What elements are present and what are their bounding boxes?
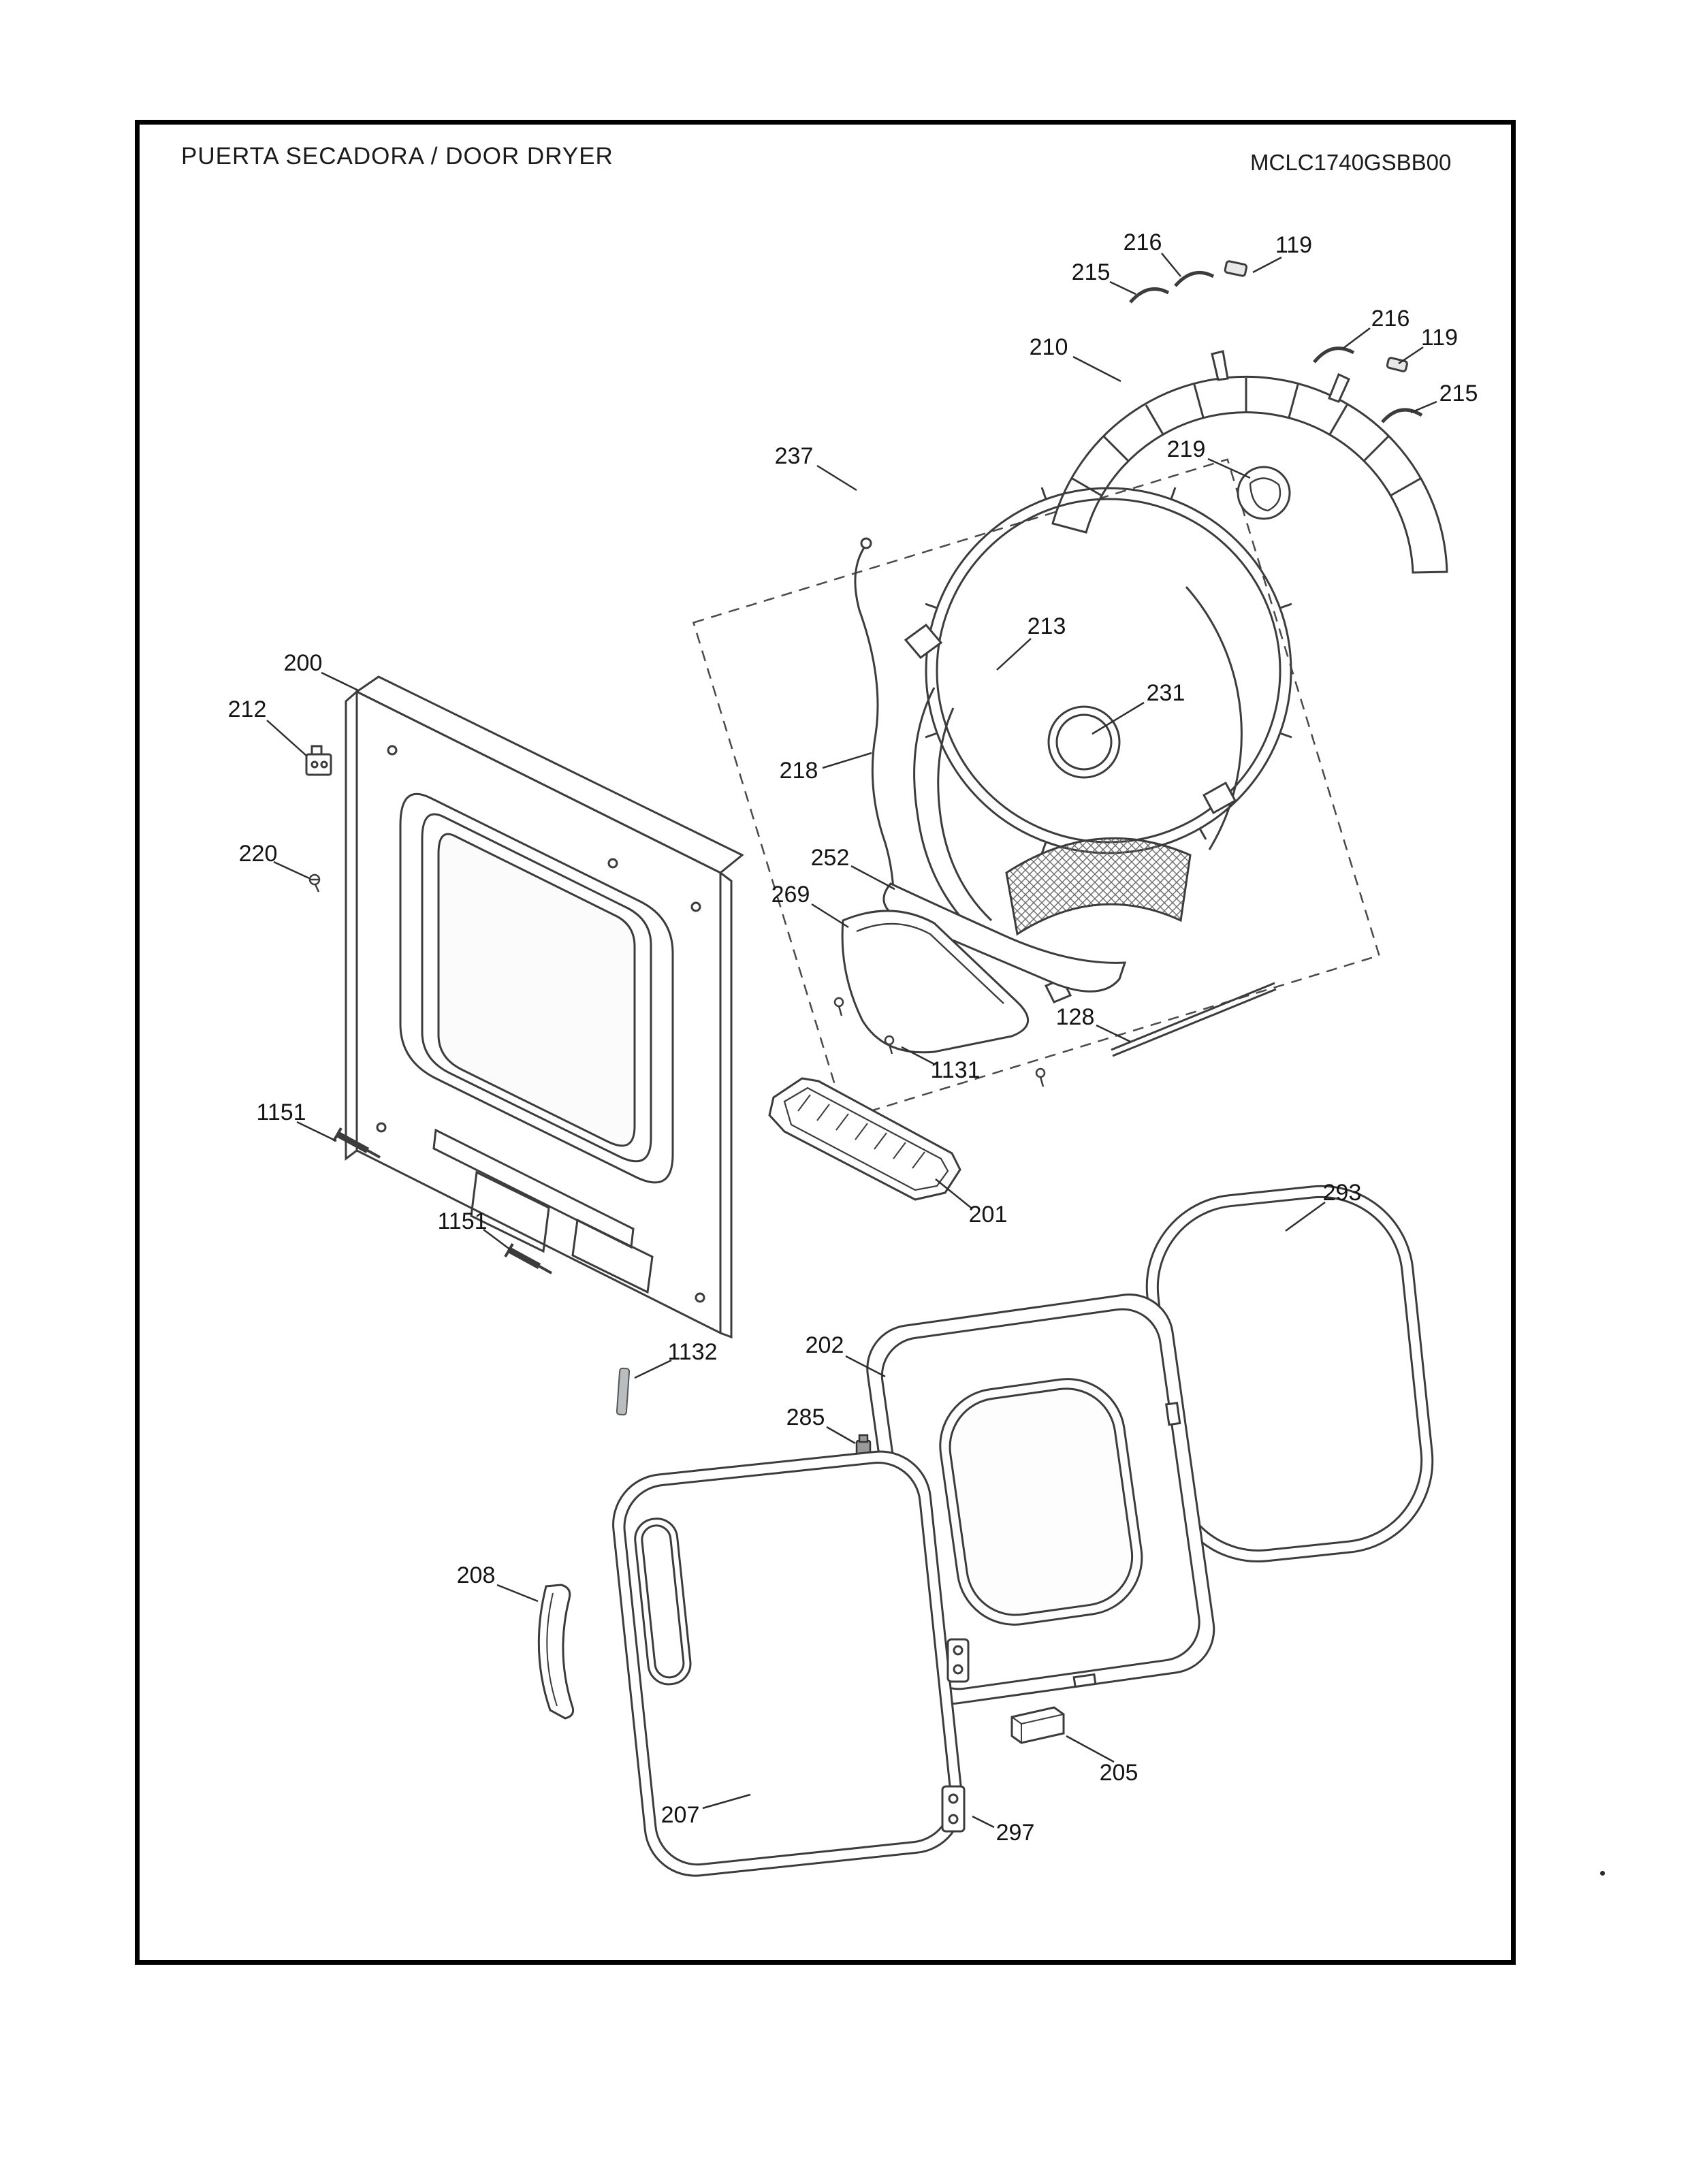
part-label-237: 237 <box>775 443 814 469</box>
part-label-297: 297 <box>996 1820 1035 1846</box>
clip-216-b <box>1313 347 1355 364</box>
part-label-1131: 1131 <box>930 1057 980 1083</box>
hinge-plate-297 <box>941 1785 966 1833</box>
strip-128 <box>1111 982 1277 1057</box>
part-label-218: 218 <box>780 758 818 784</box>
part-label-269: 269 <box>771 882 810 908</box>
screws-1131 <box>833 997 1046 1087</box>
part-label-1132: 1132 <box>667 1339 717 1365</box>
part-label-215-b: 215 <box>1439 381 1478 406</box>
part-label-216-b: 216 <box>1371 306 1410 332</box>
duct-funnel-269 <box>841 910 1029 1054</box>
part-labels: 216 119 215 216 119 210 215 219 237 213 … <box>228 229 1478 1846</box>
hinge-plate-upper <box>946 1638 970 1683</box>
part-label-208: 208 <box>457 1562 496 1588</box>
part-label-213: 213 <box>1028 613 1066 639</box>
drum-front-assembly-213 <box>904 487 1292 1003</box>
part-label-200: 200 <box>284 650 323 676</box>
part-label-293: 293 <box>1323 1180 1362 1206</box>
part-label-216-a: 216 <box>1124 229 1162 255</box>
lint-filter-201 <box>768 1077 961 1201</box>
part-label-202: 202 <box>806 1332 844 1358</box>
inner-door-panel-202 <box>866 1294 1215 1705</box>
model-number: MCLC1740GSBB00 <box>1250 150 1452 175</box>
part-label-119-a: 119 <box>1275 232 1312 258</box>
front-panel-200 <box>345 675 744 1339</box>
spacer-119-a <box>1224 260 1248 277</box>
screw-1151-b <box>504 1242 552 1274</box>
screw-220 <box>308 873 321 893</box>
part-label-220: 220 <box>239 841 278 867</box>
part-label-252: 252 <box>811 845 850 871</box>
part-label-210: 210 <box>1030 334 1068 360</box>
part-label-215-a: 215 <box>1072 259 1111 285</box>
leader-lines <box>266 253 1437 1829</box>
seal-cam-219 <box>1237 466 1291 520</box>
part-label-285: 285 <box>786 1404 825 1430</box>
part-label-207: 207 <box>661 1802 700 1828</box>
felt-seal-210 <box>1051 350 1448 574</box>
part-label-212: 212 <box>228 696 267 722</box>
part-label-231: 231 <box>1147 680 1185 706</box>
drum-ring-231 <box>1047 705 1121 779</box>
page-title: PUERTA SECADORA / DOOR DRYER <box>181 143 614 170</box>
door-handle-208 <box>537 1584 575 1720</box>
door-switch-212 <box>305 745 332 776</box>
trim-strip-1132 <box>616 1367 631 1416</box>
clip-215-b <box>1381 408 1423 423</box>
stray-dot <box>1600 1871 1605 1876</box>
part-label-128: 128 <box>1056 1004 1095 1030</box>
part-label-119-b: 119 <box>1421 325 1458 351</box>
wire-218 <box>854 537 895 939</box>
part-label-1151-a: 1151 <box>256 1099 306 1125</box>
part-label-201: 201 <box>969 1202 1008 1227</box>
clip-215-a <box>1129 287 1170 304</box>
lint-screen-grille <box>1005 837 1192 936</box>
screw-1151-a <box>332 1127 381 1159</box>
part-label-219: 219 <box>1167 436 1206 462</box>
part-label-1151-b: 1151 <box>437 1208 487 1234</box>
part-label-205: 205 <box>1100 1760 1138 1786</box>
dashed-assembly-box-237 <box>692 458 1381 1120</box>
bumper-205 <box>1010 1706 1065 1744</box>
outer-door-panel-207 <box>612 1450 964 1877</box>
clip-216-a <box>1174 270 1215 287</box>
